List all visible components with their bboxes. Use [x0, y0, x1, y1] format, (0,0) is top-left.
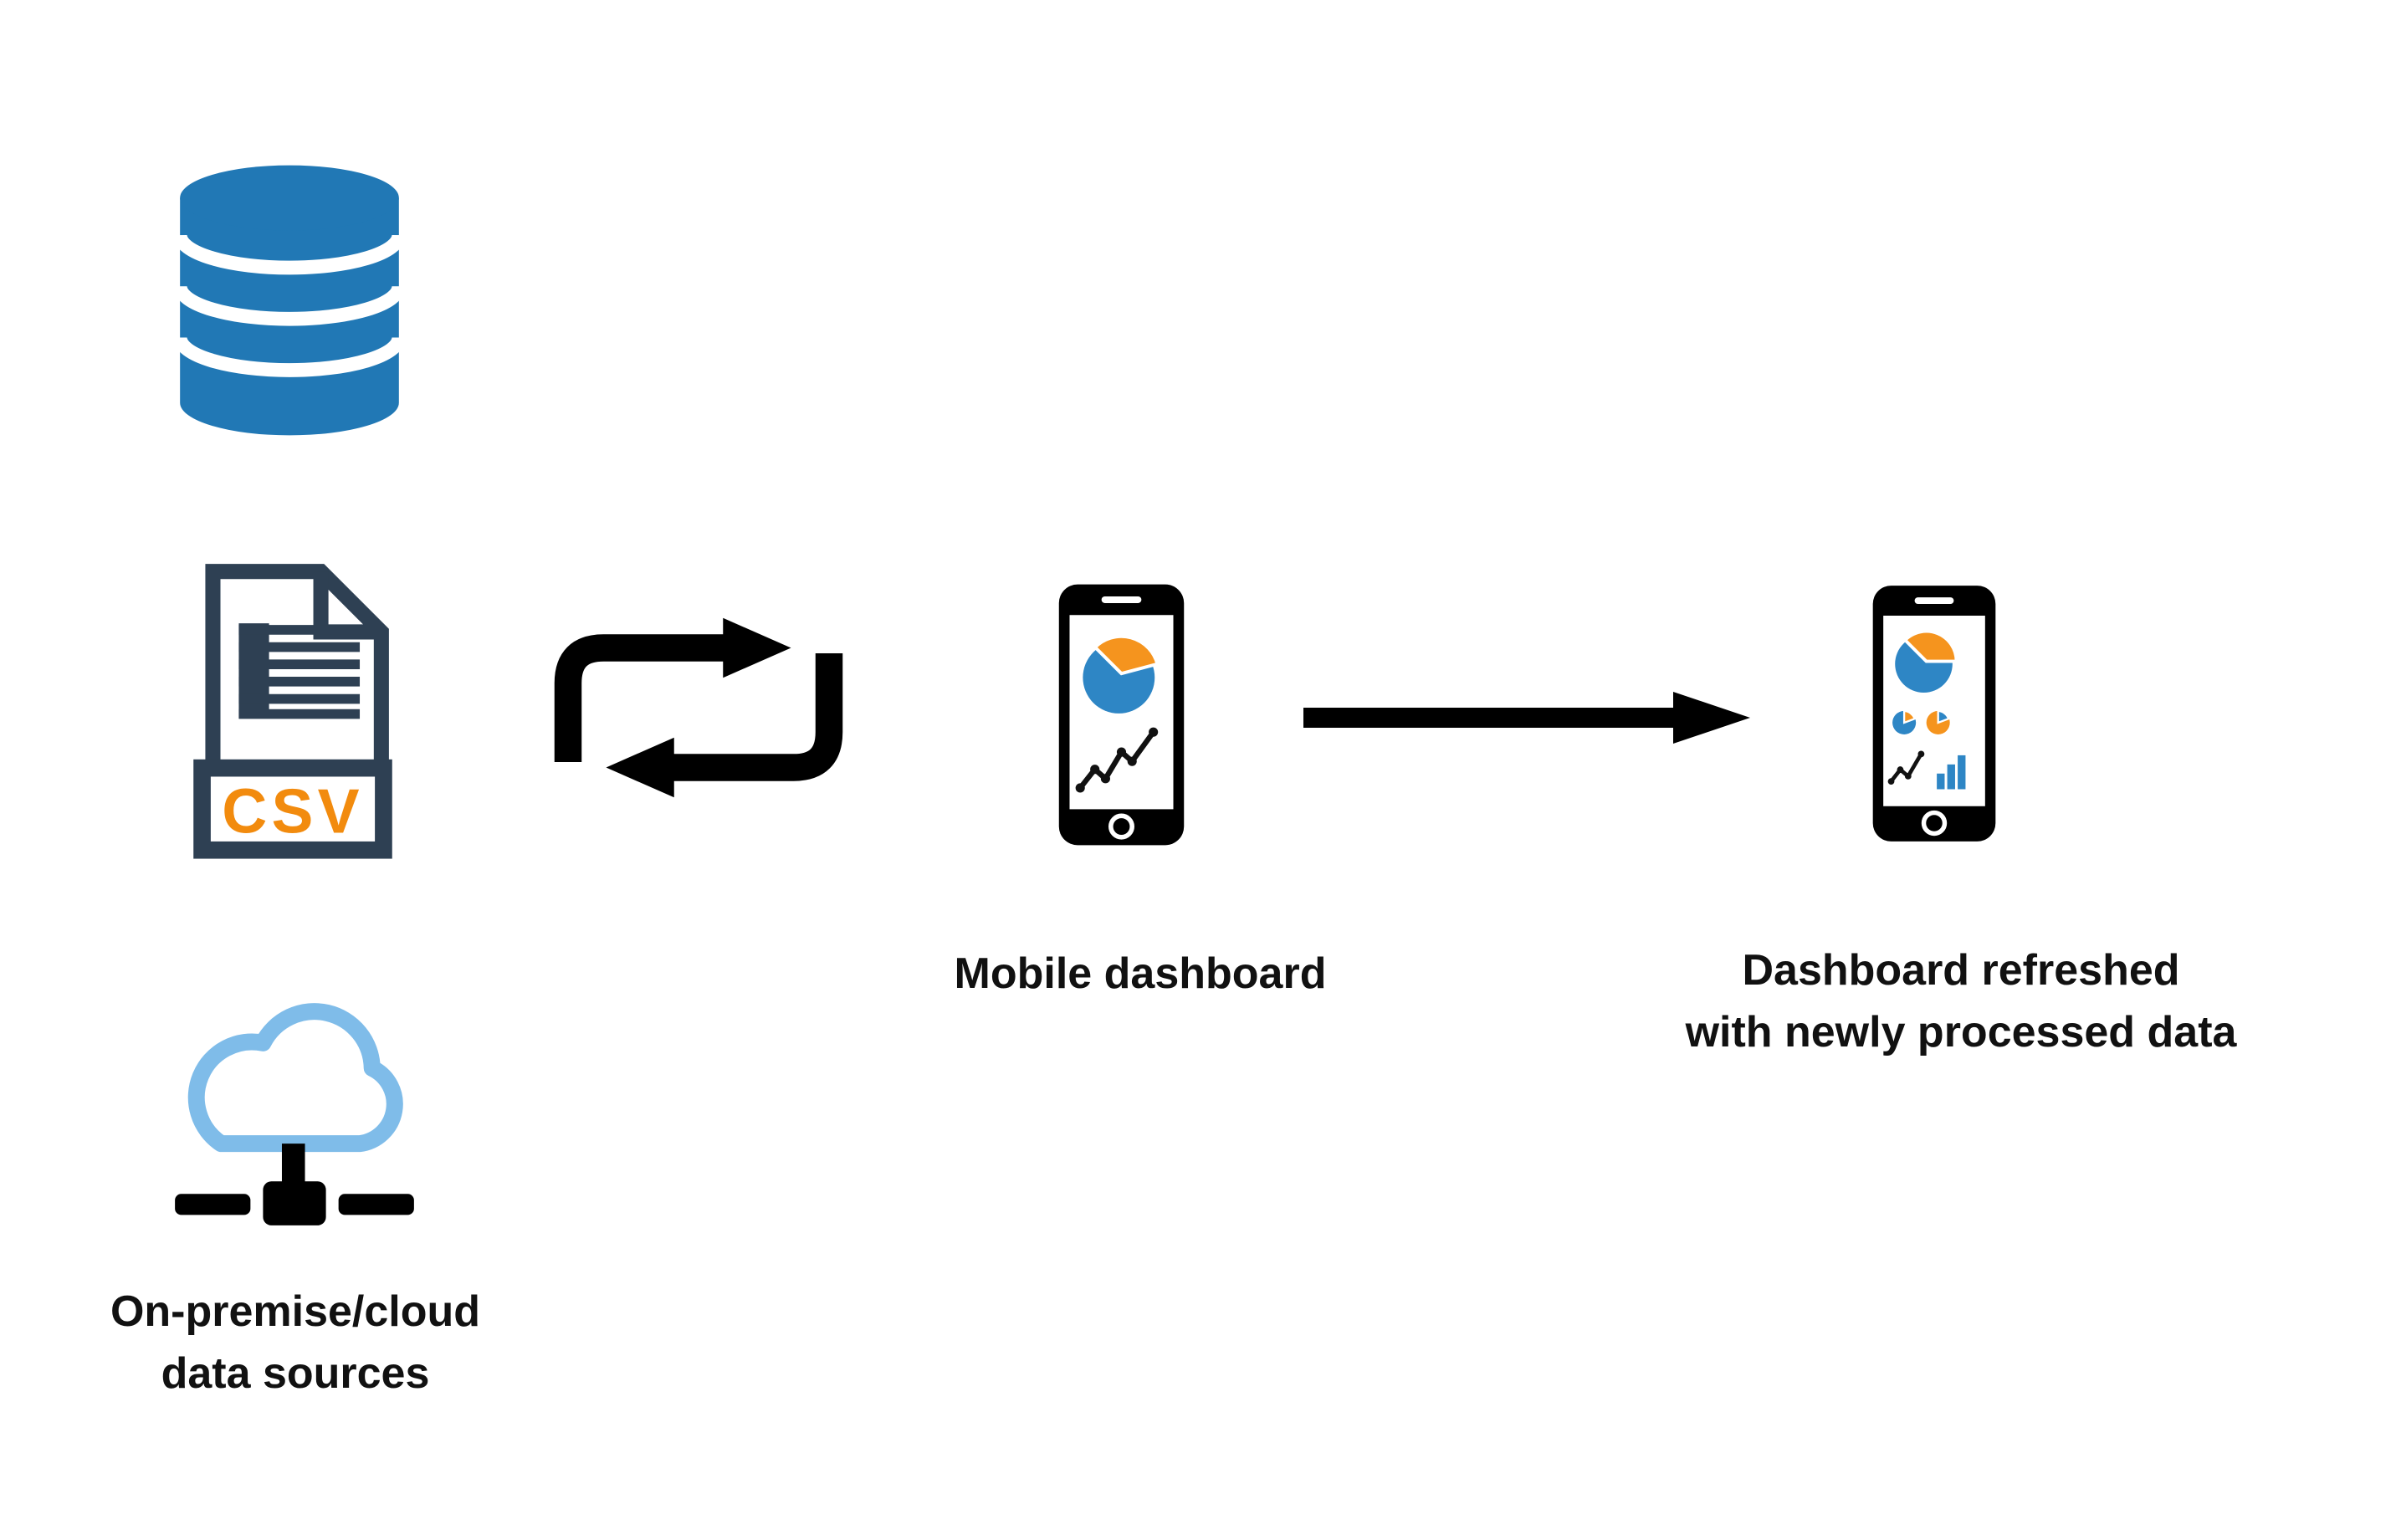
- small-pie-blue-slice: [1937, 709, 1950, 724]
- cloud-outline: [187, 1003, 403, 1153]
- mini-line: [1889, 753, 1923, 783]
- phone-home-button: [1921, 810, 1948, 837]
- small-pie-chart-left: [1892, 709, 1917, 734]
- sync-arrowhead-right: [723, 617, 791, 678]
- sources-label: On-premise/cloud data sources: [110, 1282, 480, 1405]
- mini-line-points: [1887, 750, 1925, 785]
- sources-label-line2: data sources: [161, 1348, 430, 1398]
- cloud-network-icon-svg: [175, 1003, 414, 1225]
- arrow-right-icon: [1303, 692, 1750, 744]
- refreshed-label-line2: with newly processed data: [1685, 1007, 2237, 1057]
- cloud-network-icon: [137, 954, 452, 1241]
- arrow-shaft: [1303, 708, 1678, 728]
- pie-slice-orange: [1902, 629, 1958, 663]
- phone-speaker: [1101, 596, 1142, 603]
- sync-top-arm: [554, 634, 726, 762]
- phone-home-button: [1108, 813, 1135, 840]
- csv-table-left-column: [238, 623, 269, 719]
- database-icon: [172, 161, 407, 440]
- mini-line-chart: [1887, 750, 1925, 785]
- csv-text: CSV: [222, 776, 363, 847]
- bar-chart: [1937, 755, 1966, 790]
- csv-spreadsheet-lines: [238, 623, 361, 719]
- network-bar-left: [175, 1194, 251, 1215]
- phone-speaker: [1914, 597, 1954, 604]
- mobile-phone-dashboard-svg: [1058, 584, 1185, 846]
- pie-chart: [1083, 634, 1160, 714]
- small-pie-chart-right: [1926, 709, 1950, 734]
- database-separator-2: [172, 285, 407, 326]
- mobile-phone-refreshed-svg: [1872, 586, 1996, 842]
- csv-table-rows: [238, 625, 361, 719]
- small-pie-orange-slice: [1902, 709, 1917, 724]
- refreshed-dashboard-label: Dashboard refreshed with newly processed…: [1686, 940, 2237, 1064]
- mobile-phone-refreshed-icon: [1869, 576, 1999, 852]
- database-top: [180, 165, 399, 231]
- mobile-phone-dashboard-icon: [1055, 576, 1188, 854]
- line-chart-points: [1075, 727, 1159, 793]
- database-separator-3: [172, 336, 407, 377]
- database-separator-1: [172, 234, 407, 275]
- pie-slice-orange: [1093, 634, 1160, 676]
- csv-file-icon: CSV: [174, 557, 412, 867]
- csv-file-icon-svg: CSV: [193, 564, 392, 859]
- database-icon-svg: [172, 165, 407, 436]
- refreshed-label-line1: Dashboard refreshed: [1742, 946, 2180, 995]
- sync-bottom-arm: [671, 653, 843, 781]
- sync-loop-icon: [535, 612, 862, 803]
- bar-3: [1958, 755, 1966, 790]
- line-chart: [1075, 727, 1159, 793]
- network-bar-right: [338, 1194, 414, 1215]
- network-node-center: [263, 1181, 326, 1225]
- sync-loop-icon-svg: [554, 617, 843, 798]
- mobile-dashboard-label: Mobile dashboard: [954, 949, 1327, 998]
- arrow-right-svg: [1303, 692, 1750, 744]
- sync-arrowhead-left: [606, 737, 674, 798]
- big-pie-chart: [1895, 629, 1958, 693]
- sources-label-line1: On-premise/cloud: [110, 1287, 481, 1336]
- bar-1: [1937, 773, 1945, 790]
- bar-2: [1947, 764, 1955, 790]
- arrow-head: [1673, 692, 1750, 744]
- csv-label-plate: [193, 759, 392, 859]
